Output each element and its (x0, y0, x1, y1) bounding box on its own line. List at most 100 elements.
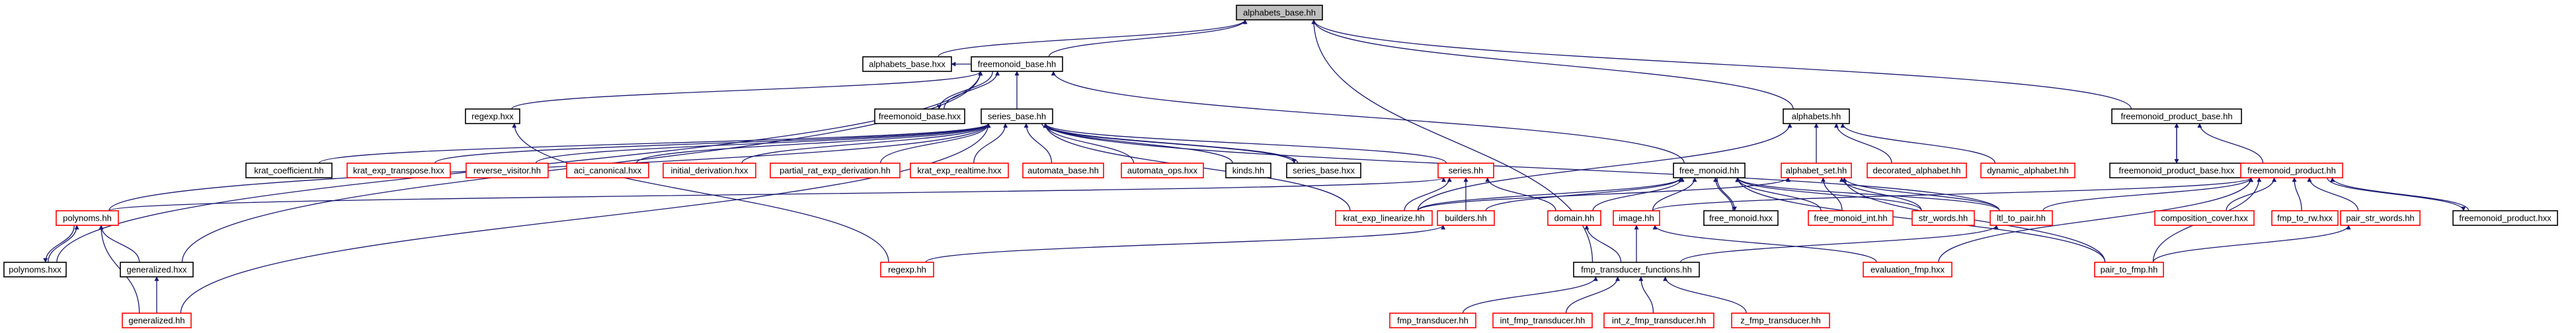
node-box (910, 163, 1009, 178)
node-automata-ops-hxx[interactable]: automata_ops.hxx (1121, 163, 1204, 178)
node-builders-hh[interactable]: builders.hh (1437, 210, 1495, 226)
node-freemonoid-base-hxx[interactable]: freemonoid_base.hxx (874, 108, 965, 124)
node-aci-canonical-hxx[interactable]: aci_canonical.hxx (566, 163, 649, 178)
node-box (1703, 210, 1779, 226)
node-box (465, 163, 549, 178)
node-series-base-hxx[interactable]: series_base.hxx (1286, 163, 1361, 178)
node-z-fmp-transducer-hh[interactable]: z_fmp_transducer.hh (1731, 313, 1830, 328)
node-series-hh[interactable]: series.hh (1437, 163, 1494, 178)
edge-composition-cover-hxx-to-freemonoid-product-hh (2226, 177, 2277, 211)
node-initial-derivation-hxx[interactable]: initial_derivation.hxx (663, 163, 756, 178)
node-decorated-alphabet-hh[interactable]: decorated_alphabet.hh (1867, 163, 1967, 178)
node-composition-cover-hxx[interactable]: composition_cover.hxx (2154, 210, 2255, 226)
node-label: krat_exp_linearize.hh (1343, 213, 1425, 223)
node-generalized-hh[interactable]: generalized.hh (122, 313, 192, 328)
node-label: free_monoid_int.hh (1814, 213, 1887, 223)
edge-polynoms-hh-to-series-hh (108, 177, 1446, 211)
edge-polynoms-hh-to-polynoms-hxx (43, 225, 75, 263)
node-label: fmp_transducer.hh (1397, 316, 1469, 326)
node-automata-base-hh[interactable]: automata_base.hh (1022, 163, 1104, 178)
edge-alphabets-hh-to-alphabets-base-hh (1311, 19, 1794, 110)
node-domain-hh[interactable]: domain.hh (1547, 210, 1601, 226)
node-box (1236, 5, 1323, 20)
node-box (1389, 313, 1476, 328)
node-fmp-to-rw-hxx[interactable]: fmp_to_rw.hxx (2271, 210, 2339, 226)
edge-z-fmp-transducer-hh-to-fmp-transducer-functions-hh (1663, 276, 1747, 314)
node-label: kinds.hh (1232, 166, 1264, 176)
node-box (1022, 163, 1104, 178)
node-box (2271, 210, 2339, 226)
node-reverse-visitor-hh[interactable]: reverse_visitor.hh (465, 163, 549, 178)
node-int-z-fmp-transducer-hh[interactable]: int_z_fmp_transducer.hh (1603, 313, 1714, 328)
node-ltl-to-pair-hh[interactable]: ltl_to_pair.hh (1990, 210, 2053, 226)
node-label: initial_derivation.hxx (670, 166, 748, 176)
edge-regexp-hh-to-builders-hh (925, 225, 1445, 263)
node-alphabets-hh[interactable]: alphabets.hh (1783, 108, 1850, 124)
node-label: krat_exp_transpose.hxx (353, 166, 445, 176)
node-box (1867, 163, 1967, 178)
node-label: automata_ops.hxx (1127, 166, 1198, 176)
node-polynoms-hh[interactable]: polynoms.hh (56, 210, 119, 226)
edge-kinds-hh-to-series-base-hh (1043, 123, 1233, 164)
node-free-monoid-hxx[interactable]: free_monoid.hxx (1703, 210, 1779, 226)
node-str-words-hh[interactable]: str_words.hh (1912, 210, 1975, 226)
node-partial-rat-exp-derivation-hh[interactable]: partial_rat_exp_derivation.hh (770, 163, 901, 178)
node-fmp-transducer-hh[interactable]: fmp_transducer.hh (1389, 313, 1476, 328)
node-krat-coefficient-hh[interactable]: krat_coefficient.hh (245, 163, 333, 178)
node-fmp-transducer-functions-hh[interactable]: fmp_transducer_functions.hh (1573, 262, 1700, 278)
node-alphabet-set-hh[interactable]: alphabet_set.hh (1781, 163, 1852, 178)
node-label: freemonoid_base.hh (978, 59, 1057, 69)
node-label: series_base.hxx (1293, 166, 1355, 176)
edge-int-z-fmp-transducer-hh-to-fmp-transducer-functions-hh (1638, 276, 1654, 314)
node-box (1573, 262, 1700, 278)
node-freemonoid-product-base-hxx[interactable]: freemonoid_product_base.hxx (2109, 163, 2244, 178)
node-box (1808, 210, 1894, 226)
node-label: dynamic_alphabet.hh (1987, 166, 2069, 176)
edge-freemonoid-base-hxx-to-freemonoid-base-hh (944, 71, 1000, 110)
node-label: freemonoid_product_base.hh (2120, 112, 2232, 122)
node-box (1673, 163, 1746, 178)
node-label: regexp.hxx (471, 112, 514, 122)
node-krat-exp-linearize-hh[interactable]: krat_exp_linearize.hh (1335, 210, 1433, 226)
node-krat-exp-transpose-hxx[interactable]: krat_exp_transpose.hxx (346, 163, 451, 178)
node-freemonoid-product-hxx[interactable]: freemonoid_product.hxx (2452, 210, 2558, 226)
node-box (1912, 210, 1975, 226)
node-box (2240, 163, 2343, 178)
node-freemonoid-product-base-hh[interactable]: freemonoid_product_base.hh (2111, 108, 2242, 124)
node-krat-exp-realtime-hxx[interactable]: krat_exp_realtime.hxx (910, 163, 1009, 178)
node-alphabets-base-hxx[interactable]: alphabets_base.hxx (862, 56, 952, 72)
node-free-monoid-hh[interactable]: free_monoid.hh (1673, 163, 1746, 178)
node-series-base-hh[interactable]: series_base.hh (981, 108, 1053, 124)
node-pair-str-words-hh[interactable]: pair_str_words.hh (2340, 210, 2421, 226)
node-evaluation-fmp-hxx[interactable]: evaluation_fmp.hxx (1863, 262, 1952, 278)
edge-freemonoid-product-base-hh-to-alphabets-base-hh (1311, 19, 2132, 110)
node-alphabets-base-hh[interactable]: alphabets_base.hh (1236, 5, 1323, 20)
node-box (122, 313, 192, 328)
node-free-monoid-int-hh[interactable]: free_monoid_int.hh (1808, 210, 1894, 226)
edge-ltl-to-pair-hh-to-free-monoid-hh (1735, 177, 2000, 211)
node-regexp-hh[interactable]: regexp.hh (880, 262, 934, 278)
node-label: image.hh (1619, 213, 1654, 223)
node-int-fmp-transducer-hh[interactable]: int_fmp_transducer.hh (1492, 313, 1593, 328)
edge-freemonoid-product-hh-to-freemonoid-product-hxx (2327, 177, 2466, 211)
node-image-hh[interactable]: image.hh (1613, 210, 1660, 226)
node-freemonoid-base-hh[interactable]: freemonoid_base.hh (971, 56, 1063, 72)
node-label: pair_to_fmp.hh (2101, 265, 2158, 275)
edge-freemonoid-base-hh-to-alphabets-base-hh (1048, 19, 1248, 57)
node-label: reverse_visitor.hh (473, 166, 541, 176)
node-label: ltl_to_pair.hh (1997, 213, 2046, 223)
edge-krat-exp-linearize-hh-to-alphabet-set-hh (1417, 177, 1791, 211)
node-box (1980, 163, 2075, 178)
node-box (566, 163, 649, 178)
node-freemonoid-product-hh[interactable]: freemonoid_product.hh (2240, 163, 2343, 178)
edge-ltl-to-pair-hh-to-series-base-hh (1043, 123, 2000, 211)
edge-builders-hh-to-free-monoid-hh (1485, 177, 1683, 211)
node-generalized-hxx[interactable]: generalized.hxx (120, 262, 194, 278)
node-polynoms-hxx[interactable]: polynoms.hxx (3, 262, 67, 278)
node-kinds-hh[interactable]: kinds.hh (1225, 163, 1271, 178)
node-dynamic-alphabet-hh[interactable]: dynamic_alphabet.hh (1980, 163, 2075, 178)
node-regexp-hxx[interactable]: regexp.hxx (465, 108, 520, 124)
node-label: polynoms.hh (63, 213, 112, 223)
node-pair-to-fmp-hh[interactable]: pair_to_fmp.hh (2094, 262, 2164, 278)
node-box (1335, 210, 1433, 226)
